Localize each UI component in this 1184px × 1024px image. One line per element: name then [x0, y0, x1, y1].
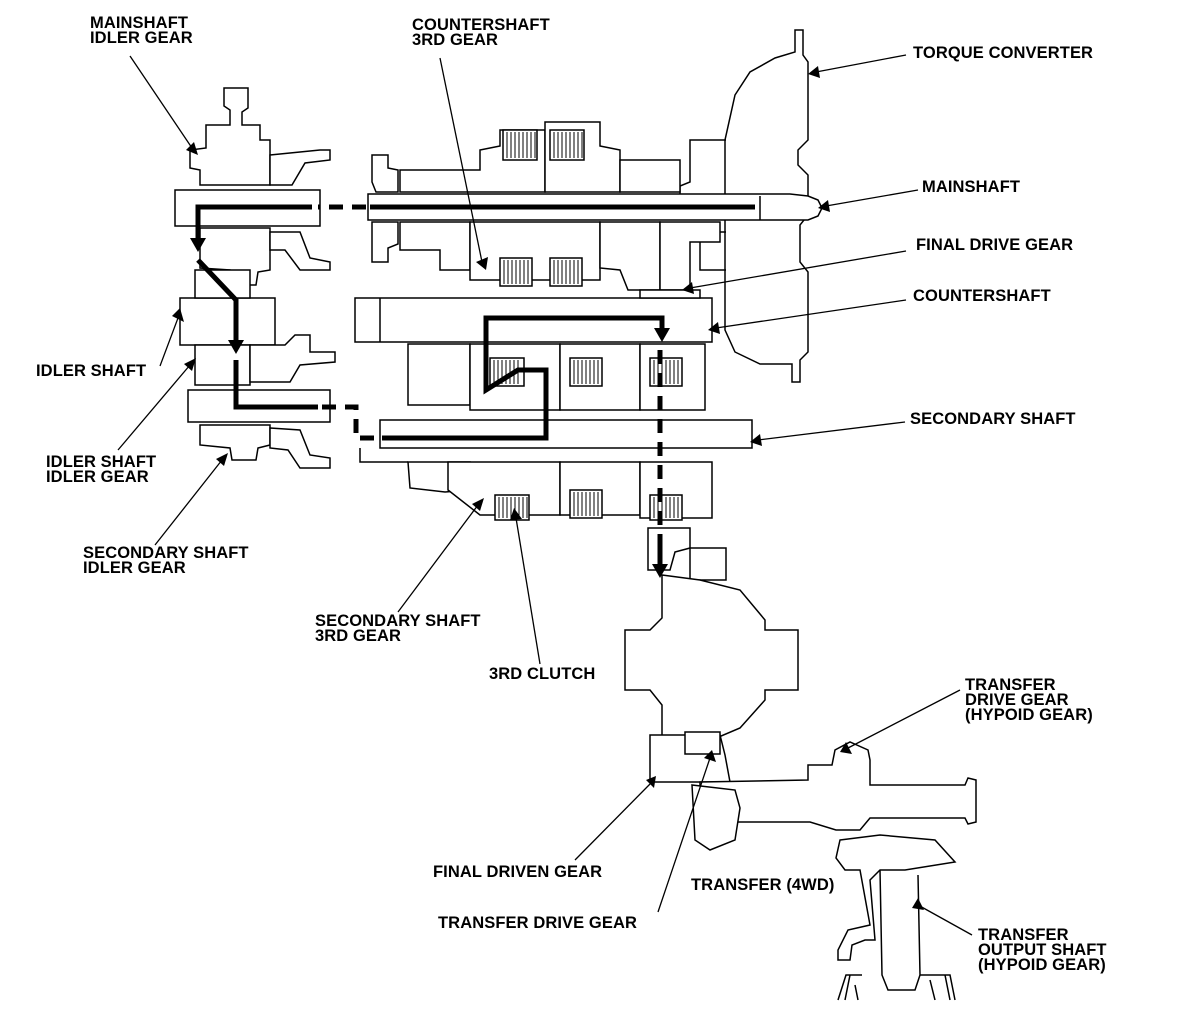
- power-flow-path: [190, 204, 755, 578]
- label-torque-converter: TORQUE CONVERTER: [913, 44, 1094, 62]
- label-final-driven-gear: FINAL DRIVEN GEAR: [433, 863, 603, 881]
- label-transfer-4wd: TRANSFER (4WD): [691, 876, 835, 894]
- label-secondary-shaft: SECONDARY SHAFT: [910, 410, 1076, 428]
- label-final-drive-gear: FINAL DRIVE GEAR: [916, 236, 1074, 254]
- label-3rd-clutch: 3RD CLUTCH: [489, 665, 596, 683]
- mainshaft-gear-pack: [371, 121, 721, 291]
- leader-lines: [117, 54, 973, 936]
- label-idler-shaft: IDLER SHAFT: [36, 362, 147, 380]
- mainshaft-clutch-pack-top: [499, 129, 585, 287]
- label-mainshaft: MAINSHAFT: [922, 178, 1021, 196]
- idler-cluster: [179, 87, 336, 469]
- secondary-gear-pack: [407, 343, 713, 521]
- differential-and-final-drive: [624, 527, 799, 783]
- label-countershaft: COUNTERSHAFT: [913, 287, 1051, 305]
- transfer-case: [691, 741, 977, 1001]
- label-transfer-drive-gear: TRANSFER DRIVE GEAR: [438, 914, 637, 932]
